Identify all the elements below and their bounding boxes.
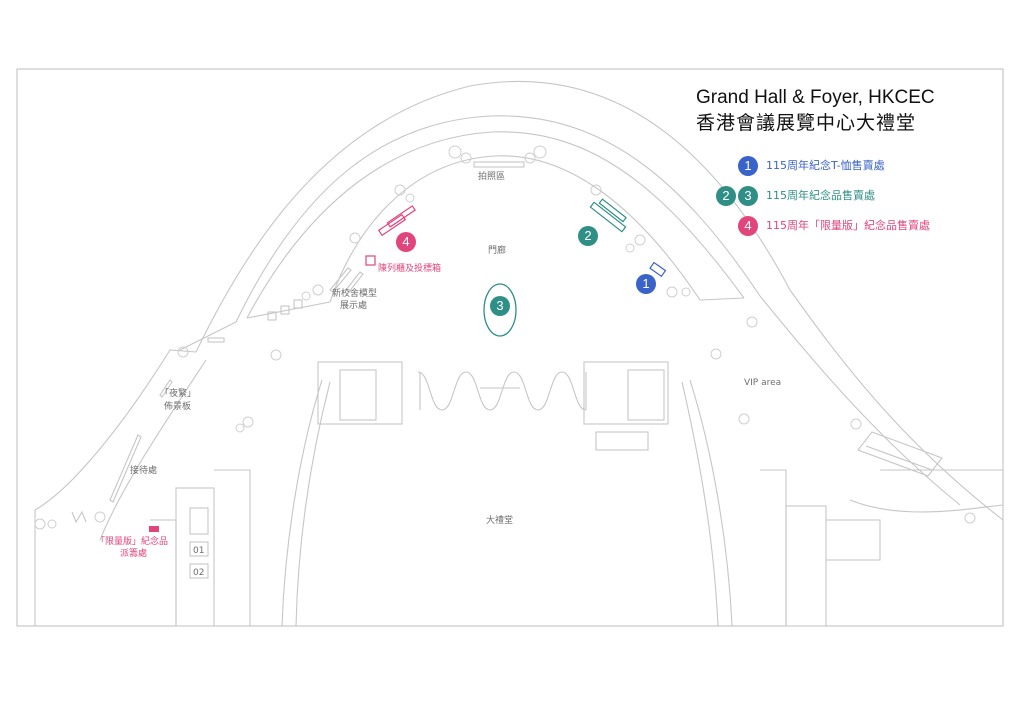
marker-3-area <box>483 283 517 337</box>
label-limited-line2: 派籌處 <box>120 549 148 559</box>
map-marker-3: 3 <box>490 296 510 316</box>
label-display-box: 陳列櫃及投標箱 <box>378 264 442 274</box>
counter-1-table <box>649 261 667 278</box>
legend-text-souvenir: 115周年紀念品售賣處 <box>766 189 875 202</box>
counter-2-tables <box>589 198 627 233</box>
label-reception: 接待處 <box>130 466 158 476</box>
counter-4-tables <box>365 205 416 266</box>
label-night-line1: 「夜繁」 <box>160 389 197 399</box>
title-english: Grand Hall & Foyer, HKCEC <box>696 87 935 108</box>
label-model-line1: 新校舍模型 <box>332 289 378 299</box>
map-marker-1: 1 <box>636 274 656 294</box>
label-grand-hall: 大禮堂 <box>486 516 514 526</box>
trees <box>34 145 976 530</box>
legend-badge-1: 1 <box>738 156 758 176</box>
label-photo-area: 拍照區 <box>478 172 506 182</box>
title-chinese: 香港會議展覽中心大禮堂 <box>696 112 917 134</box>
label-limited-line1: 「限量版」紀念品 <box>96 537 169 547</box>
label-vip: VIP area <box>744 378 782 388</box>
legend-text-tshirt: 115周年紀念T-恤售賣處 <box>766 159 885 172</box>
label-lift-01: 01 <box>193 546 205 556</box>
label-foyer: 門廊 <box>488 246 507 256</box>
map-marker-2: 2 <box>578 226 598 246</box>
legend-badge-4: 4 <box>738 216 758 236</box>
legend-badge-3: 3 <box>738 186 758 206</box>
limited-ticket-counter <box>149 526 159 532</box>
label-model-line2: 展示處 <box>340 301 368 311</box>
label-lift-02: 02 <box>193 568 205 578</box>
map-marker-4: 4 <box>396 232 416 252</box>
legend-text-limited: 115周年「限量版」紀念品售賣處 <box>766 219 930 232</box>
map-title: Grand Hall & Foyer, HKCEC 香港會議展覽中心大禮堂 <box>696 86 935 136</box>
label-night-line2: 佈景板 <box>164 402 192 412</box>
building-outline <box>34 80 1004 627</box>
legend-badge-2: 2 <box>716 186 736 206</box>
